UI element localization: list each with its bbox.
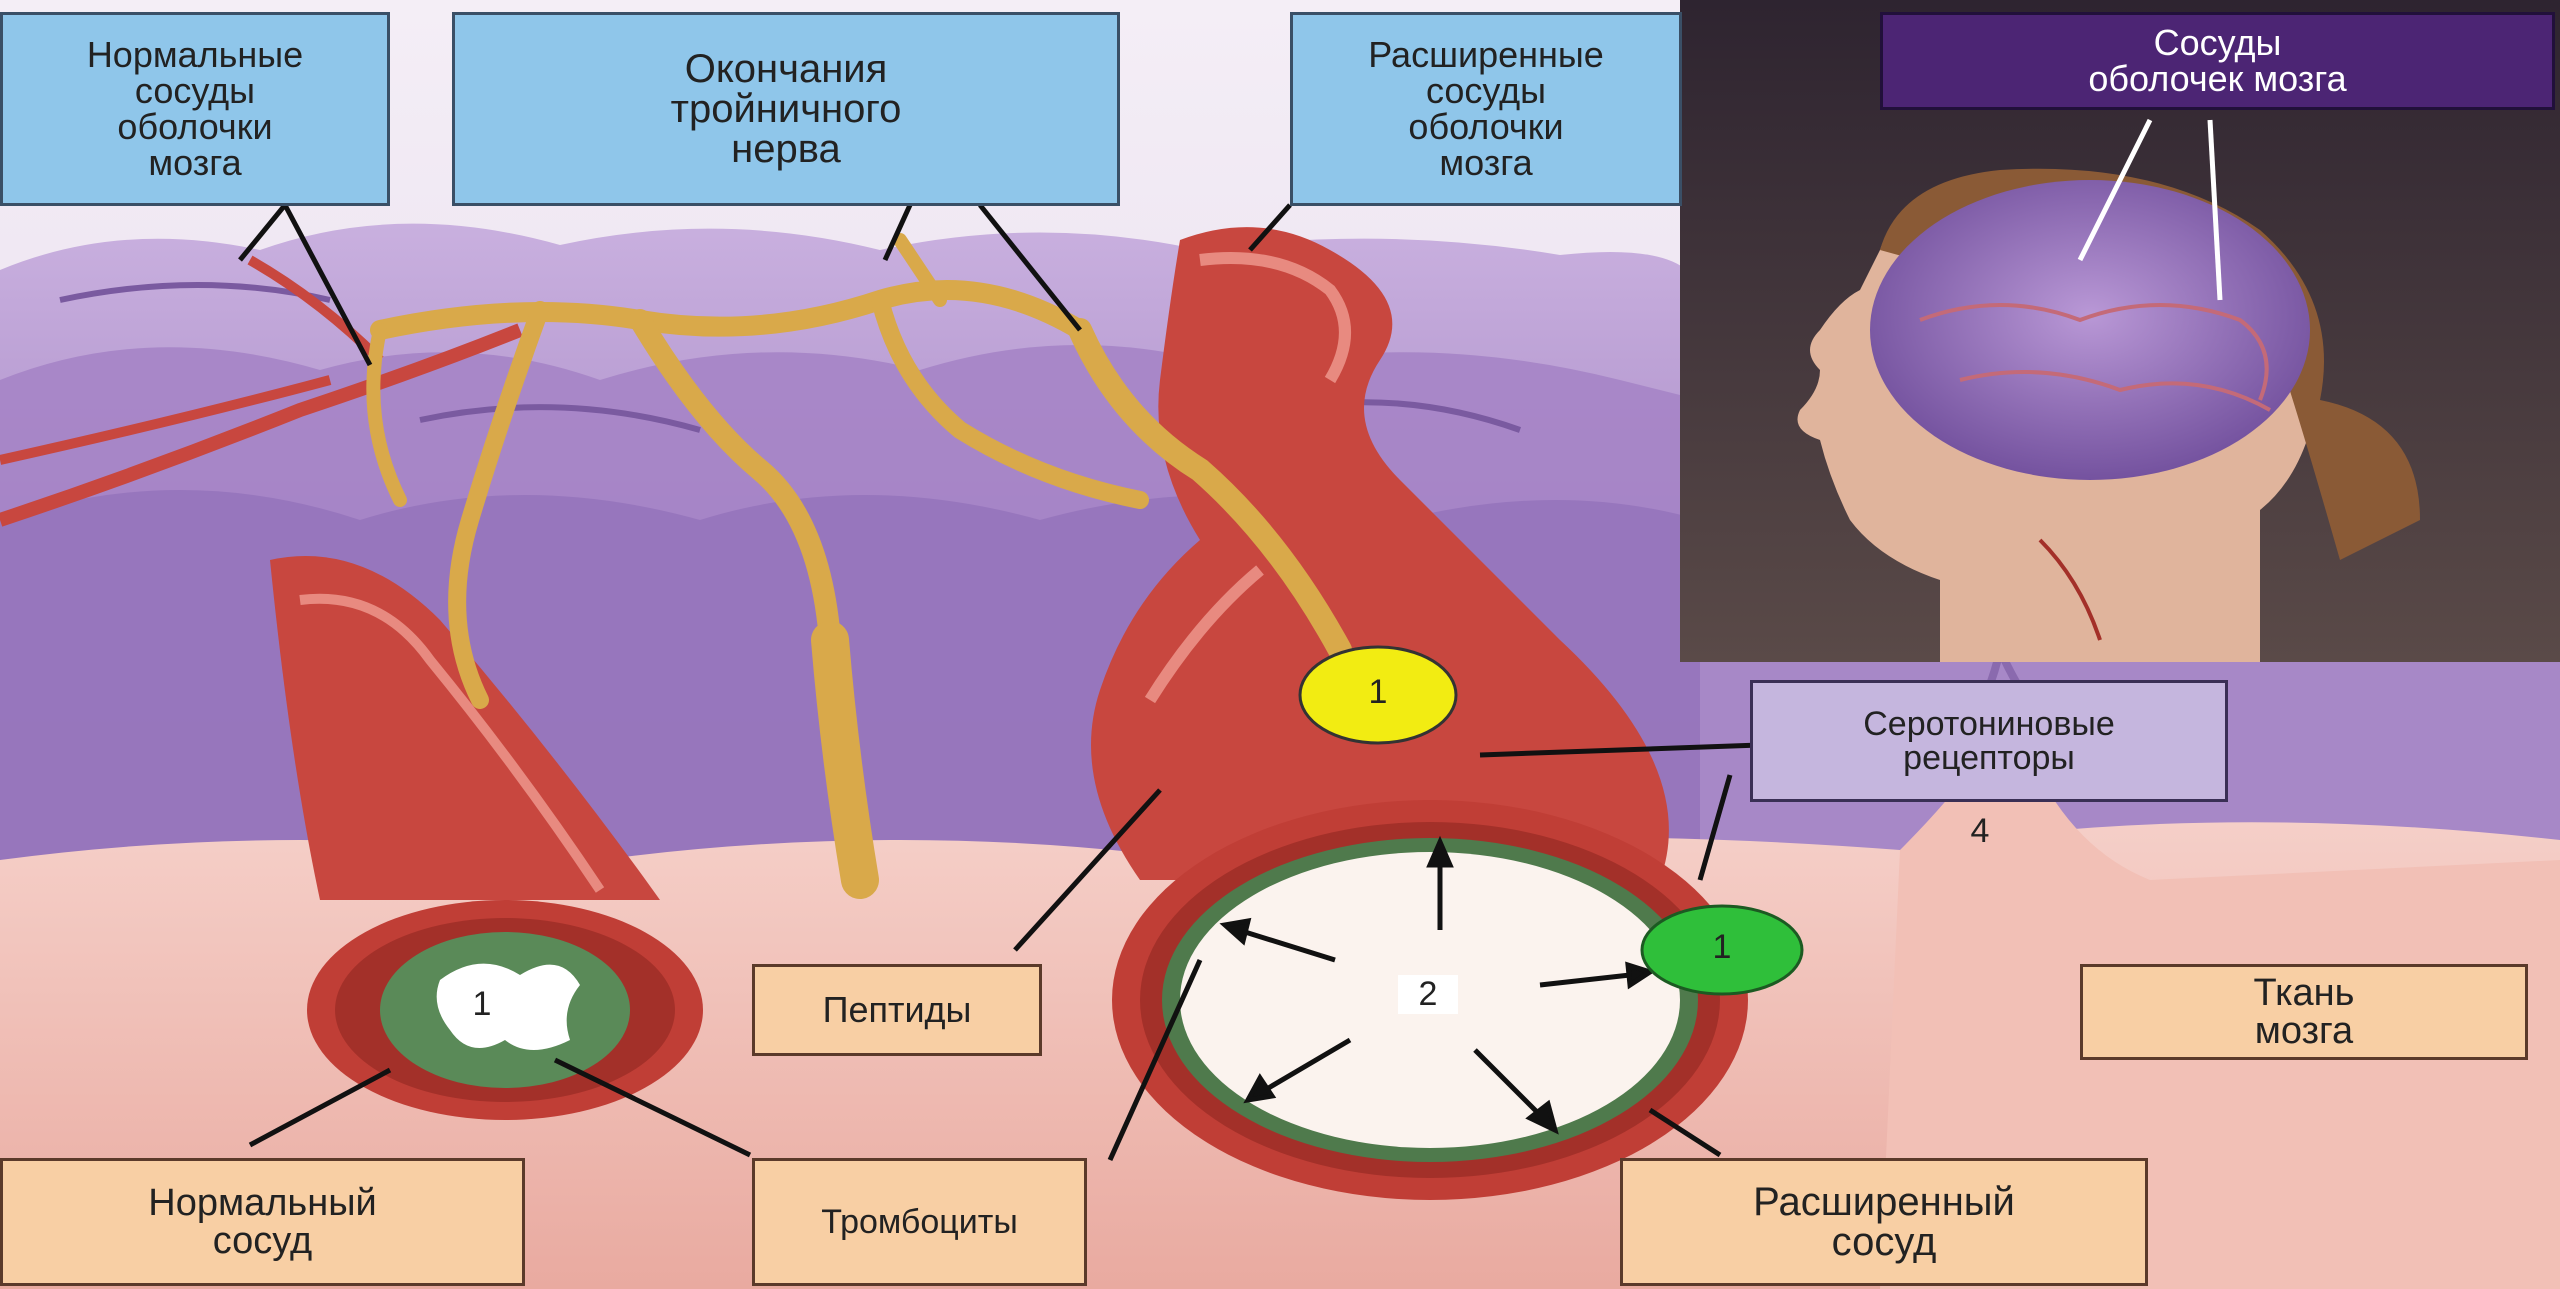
label-brain-tissue: Ткань мозга [2080,964,2528,1060]
marker-brain-tissue-number: 4 [1960,812,2000,851]
label-dilated-vessel: Расширенный сосуд [1620,1158,2148,1286]
label-platelets: Тромбоциты [752,1158,1087,1286]
marker-yellow-receptor-number: 1 [1358,673,1398,712]
normal-vessel-cross-section [307,900,703,1120]
marker-dilated-vessel-lumen-number: 2 [1398,975,1458,1014]
label-trigeminal-endings: Окончания тройничного нерва [452,12,1120,206]
label-peptides: Пептиды [752,964,1042,1056]
label-dilated-meningeal-vessels: Расширенные сосуды оболочки мозга [1290,12,1682,206]
marker-normal-vessel-lumen-number: 1 [462,985,502,1024]
marker-green-receptor-number: 1 [1702,928,1742,967]
label-brain-membrane-vessels: Сосуды оболочек мозга [1880,12,2555,110]
label-normal-meningeal-vessels: Нормальные сосуды оболочки мозга [0,12,390,206]
label-normal-vessel: Нормальный сосуд [0,1158,525,1286]
label-serotonin-receptors: Серотониновые рецепторы [1750,680,2228,802]
